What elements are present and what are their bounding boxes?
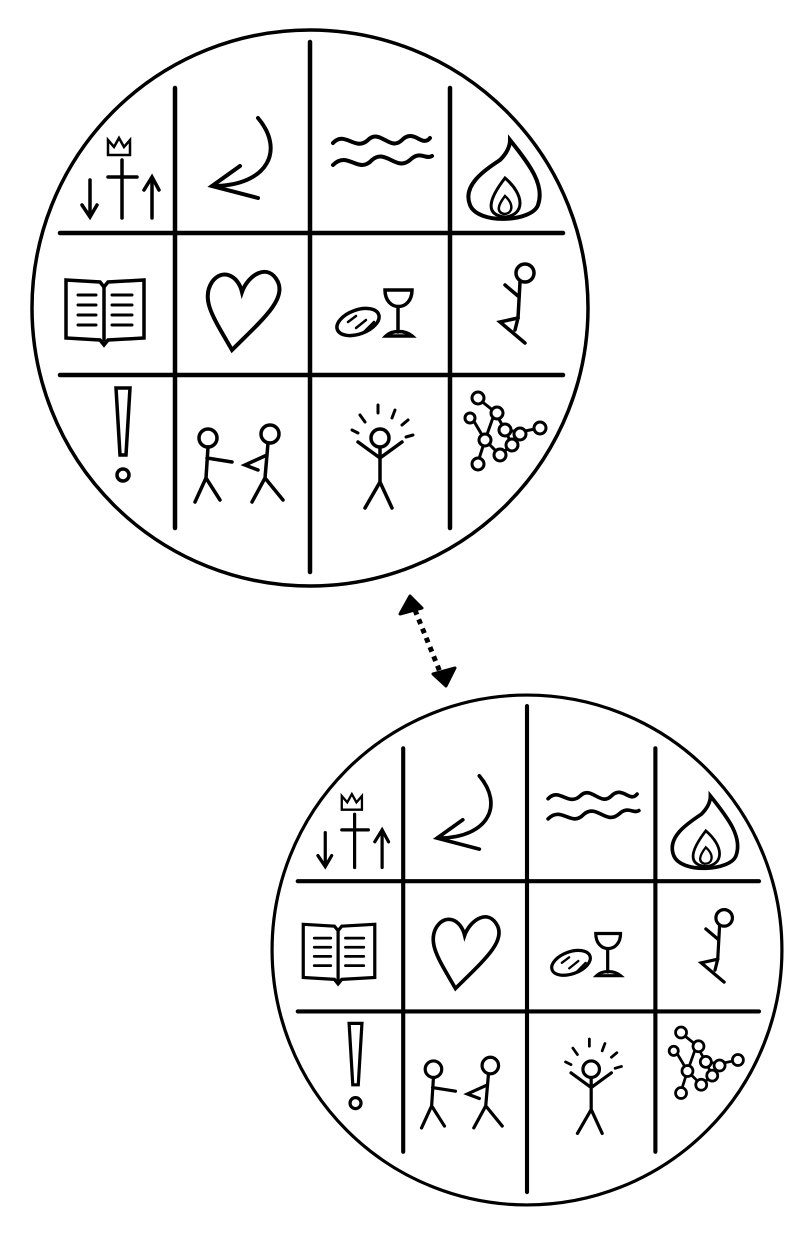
top-circle (32, 30, 588, 586)
arrowhead-down-icon (431, 666, 457, 688)
arrowhead-up-icon (398, 594, 424, 616)
dotted-double-arrow (398, 594, 457, 688)
bottom-circle (272, 695, 782, 1205)
